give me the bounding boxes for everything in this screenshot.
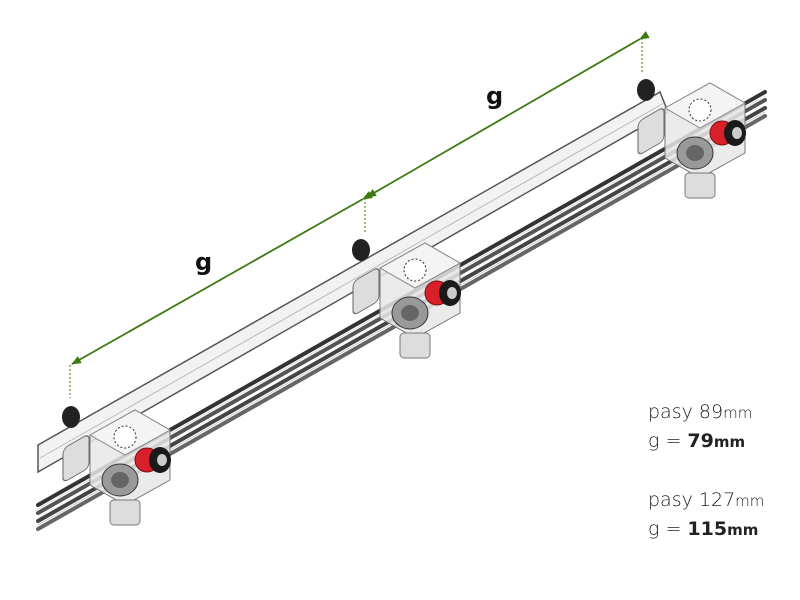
pasy-line: pasy 127mm bbox=[648, 489, 765, 511]
g-line: g = 79mm bbox=[648, 430, 746, 452]
dimension-arrow-1 bbox=[71, 191, 373, 365]
g-line: g = 115mm bbox=[648, 518, 759, 540]
dimension-arrow-2 bbox=[366, 31, 650, 198]
dimension-label-2: g bbox=[486, 82, 503, 110]
dimension-label-1: g bbox=[195, 248, 212, 276]
pasy-line: pasy 89mm bbox=[648, 401, 753, 423]
dimension-lines bbox=[69, 31, 650, 398]
legend-127: pasy 127mm g = 115mm bbox=[648, 486, 764, 544]
legend-89: pasy 89mm g = 79mm bbox=[648, 398, 752, 456]
